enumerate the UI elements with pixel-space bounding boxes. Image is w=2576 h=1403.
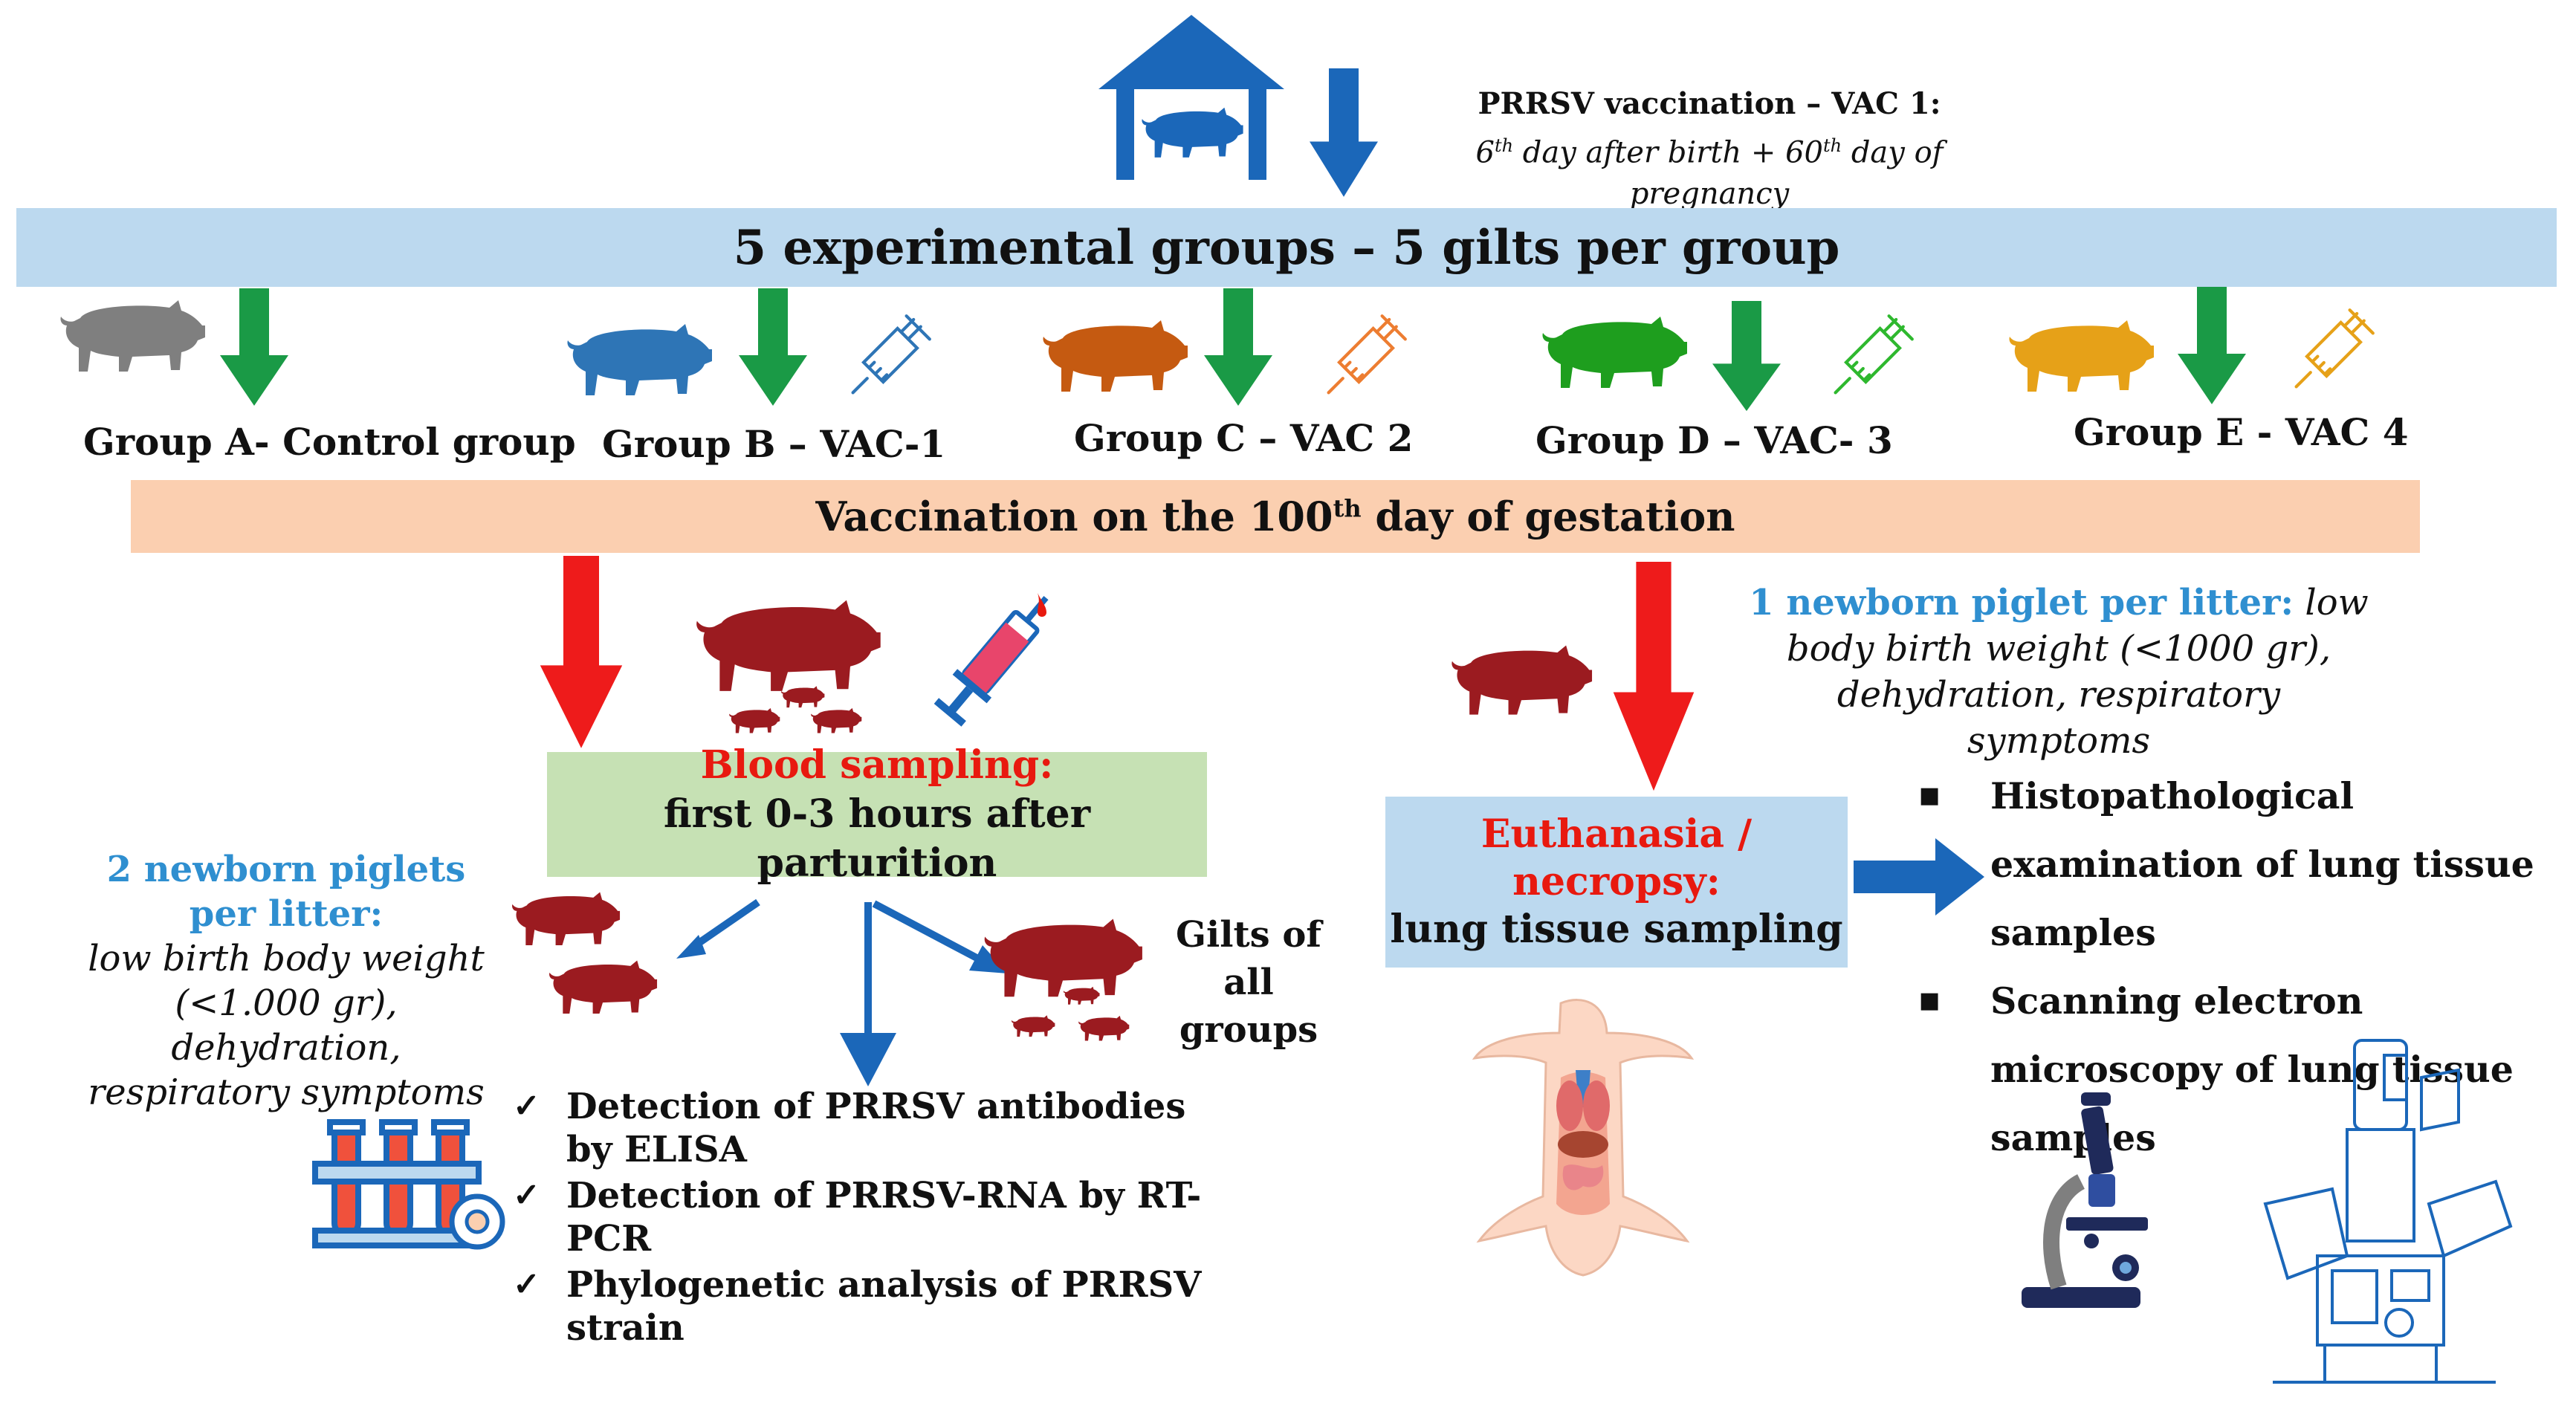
piglets-left-text: 2 newborn piglets per litter: low birth … — [71, 847, 502, 1115]
group-d-label: Group D – VAC- 3 — [1535, 418, 1893, 462]
header-text: PRRSV vaccination – VAC 1: 6th day after… — [1397, 83, 2022, 215]
group-c-label: Group C – VAC 2 — [1074, 416, 1414, 460]
syringe-icon — [846, 311, 935, 400]
examination-item: ■Scanning electron microscopy of lung ti… — [1919, 979, 2514, 1159]
lab-test-item: ✓Phylogenetic analysis of PRRSV strain — [513, 1264, 1202, 1349]
test-tubes-icon — [312, 1119, 505, 1250]
header-title: PRRSV vaccination – VAC 1: — [1478, 86, 1941, 121]
lab-test-item: ✓Detection of PRRSV antibodies by ELISA — [513, 1086, 1186, 1170]
group-a-label: Group A- Control group — [83, 420, 576, 464]
pig-icon — [58, 296, 207, 378]
examination-item: ■Histopathological examination of lung t… — [1919, 774, 2534, 954]
euthanasia-text: lung tissue sampling — [1390, 907, 1843, 952]
arrow-right-icon — [1854, 838, 1984, 916]
pig-icon — [1540, 312, 1689, 394]
piglets-icon — [512, 892, 658, 1014]
arrow-down-icon — [1610, 562, 1698, 794]
arrow-down-icon — [217, 288, 291, 407]
arrow-down-icon — [1709, 301, 1784, 412]
pig-icon — [1041, 316, 1189, 398]
experimental-groups-banner: 5 experimental groups – 5 gilts per grou… — [16, 208, 2557, 287]
piglet-right-title: 1 newborn piglet per litter: — [1749, 582, 2294, 623]
arrow-down-icon — [1307, 68, 1381, 198]
examinations-list: ■Histopathological examination of lung t… — [1919, 762, 2536, 1172]
microscope-icon — [2022, 1092, 2148, 1308]
syringe-icon — [2289, 305, 2378, 394]
blood-sampling-title: Blood sampling: — [700, 742, 1054, 788]
piglet-right-desc: low body birth weight (<1000 gr), dehydr… — [1786, 582, 2369, 762]
arrow-down-icon — [1201, 288, 1275, 407]
piglets-left-title: 2 newborn piglets per litter: — [106, 849, 466, 935]
necropsy-pig-icon — [1472, 999, 1695, 1277]
vaccination-banner: Vaccination on the 100th day of gestatio… — [131, 480, 2420, 553]
pig-icon — [1449, 641, 1593, 721]
lab-test-item: ✓Detection of PRRSV-RNA by RT-PCR — [513, 1175, 1202, 1260]
sow-with-piglets-icon — [696, 600, 881, 733]
electron-microscope-icon — [2263, 1039, 2513, 1384]
header-subtitle: 6th day after birth + 60th day of pregna… — [1475, 135, 1944, 212]
blood-sampling-box: Blood sampling: first 0-3 hours after pa… — [547, 742, 1207, 886]
arrow-down-icon — [537, 556, 626, 751]
group-b-label: Group B – VAC-1 — [602, 422, 946, 466]
syringe-icon — [1828, 311, 1918, 400]
sow-with-piglets-icon — [984, 918, 1142, 1041]
arrow-down-icon — [2175, 287, 2249, 406]
blood-syringe-icon — [933, 593, 1049, 727]
pig-icon — [2007, 316, 2155, 398]
syringe-icon — [1321, 311, 1411, 400]
piglets-left-desc: low birth body weight (<1.000 gr), dehyd… — [88, 938, 485, 1113]
arrow-down-icon — [736, 288, 810, 407]
gilts-label: Gilts of all groups — [1175, 914, 1322, 1051]
group-e-label: Group E - VAC 4 — [2074, 410, 2409, 454]
lab-tests-list: ✓Detection of PRRSV antibodies by ELISA … — [513, 1085, 1226, 1352]
distribution-arrows — [676, 898, 896, 1086]
euthanasia-title: Euthanasia / necropsy: — [1480, 811, 1753, 904]
euthanasia-box: Euthanasia / necropsy: lung tissue sampl… — [1385, 797, 1848, 968]
blood-sampling-text: first 0-3 hours after parturition — [663, 791, 1091, 886]
pig-icon — [565, 320, 713, 401]
piglet-right-text: 1 newborn piglet per litter: low body bi… — [1747, 580, 2371, 764]
barn-pig-icon — [1098, 15, 1284, 180]
